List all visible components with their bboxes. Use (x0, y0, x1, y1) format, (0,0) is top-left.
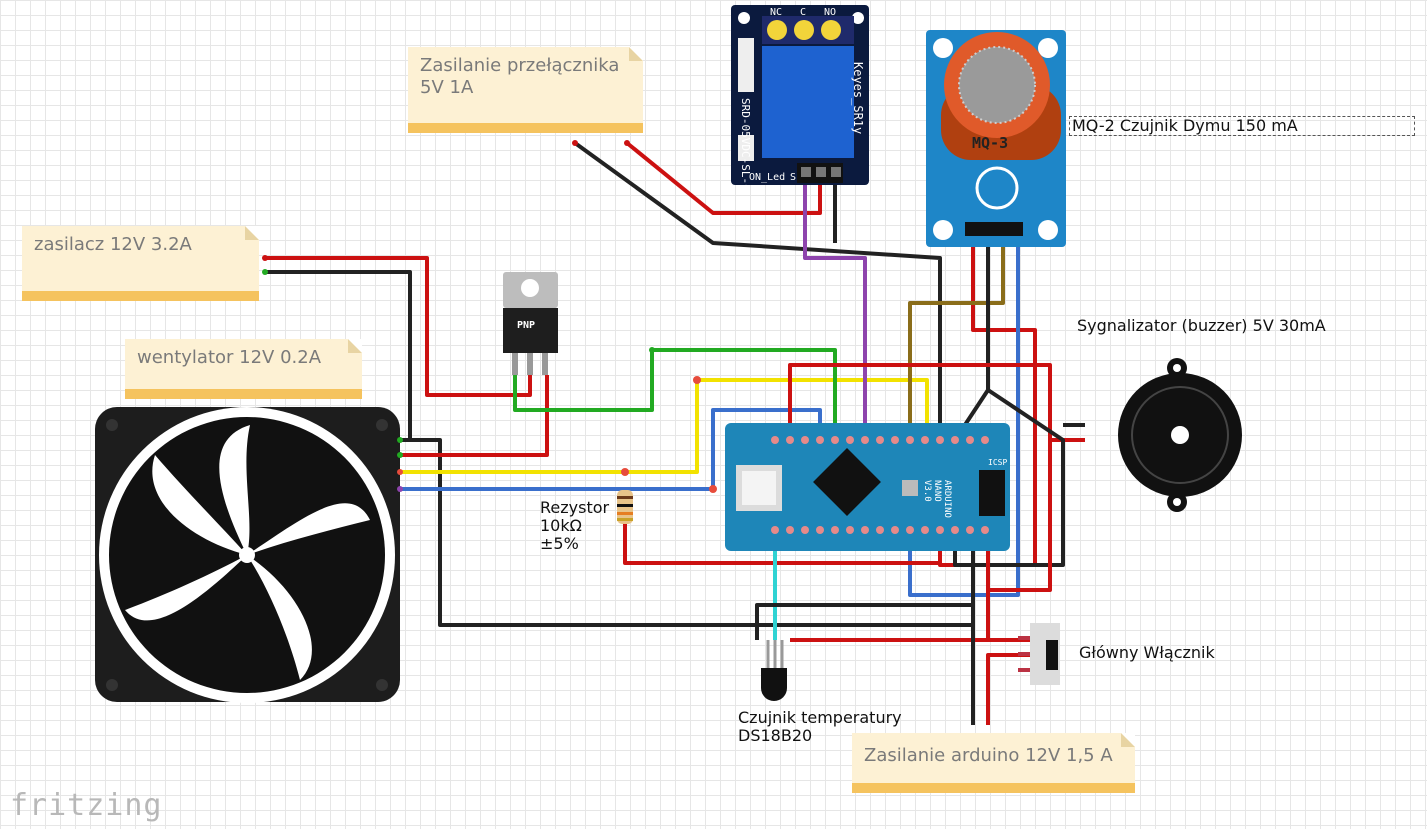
arduino-icsp: ICSP (988, 458, 1008, 467)
label-mq2: MQ-2 Czujnik Dymu 150 mA (1069, 116, 1415, 136)
relay-led-label: ON_Led (749, 172, 786, 183)
relay-terminal-nc: NC (770, 7, 783, 18)
resistor (617, 490, 633, 524)
arduino-nano (725, 423, 1010, 551)
relay-pin-s: S (790, 172, 797, 183)
note-arduino-power: Zasilanie arduino 12V 1,5 A (852, 733, 1135, 793)
pnp-transistor (503, 272, 558, 375)
ds18b20-sensor (761, 640, 787, 701)
mq-sensor-name: MQ-3 (972, 134, 1009, 152)
relay-terminal-c: C (800, 7, 807, 18)
label-buzzer: Sygnalizator (buzzer) 5V 30mA (1077, 316, 1326, 335)
relay-brand: Keyes_SR1y (851, 62, 865, 135)
relay-module (731, 5, 869, 185)
note-relay-power: Zasilanie przełącznika 5V 1A (408, 47, 643, 133)
note-fan: wentylator 12V 0.2A (125, 339, 362, 399)
arduino-board-text: ARDUINO NANO V3.0 (922, 480, 952, 518)
main-switch (1018, 623, 1060, 685)
mq-sensor-module (926, 30, 1066, 247)
relay-terminal-no: NO (824, 7, 837, 18)
wire-endpoints (262, 140, 717, 493)
label-main-switch: Główny Włącznik (1079, 643, 1215, 662)
fan-component (95, 407, 400, 703)
label-resistor: Rezystor 10kΩ ±5% (540, 498, 610, 553)
label-temp-sensor: Czujnik temperatury DS18B20 (738, 708, 902, 745)
buzzer (1118, 358, 1242, 512)
note-psu: zasilacz 12V 3.2A (22, 226, 259, 301)
transistor-text: PNP (517, 320, 536, 331)
fritzing-watermark: fritzing (10, 788, 163, 823)
